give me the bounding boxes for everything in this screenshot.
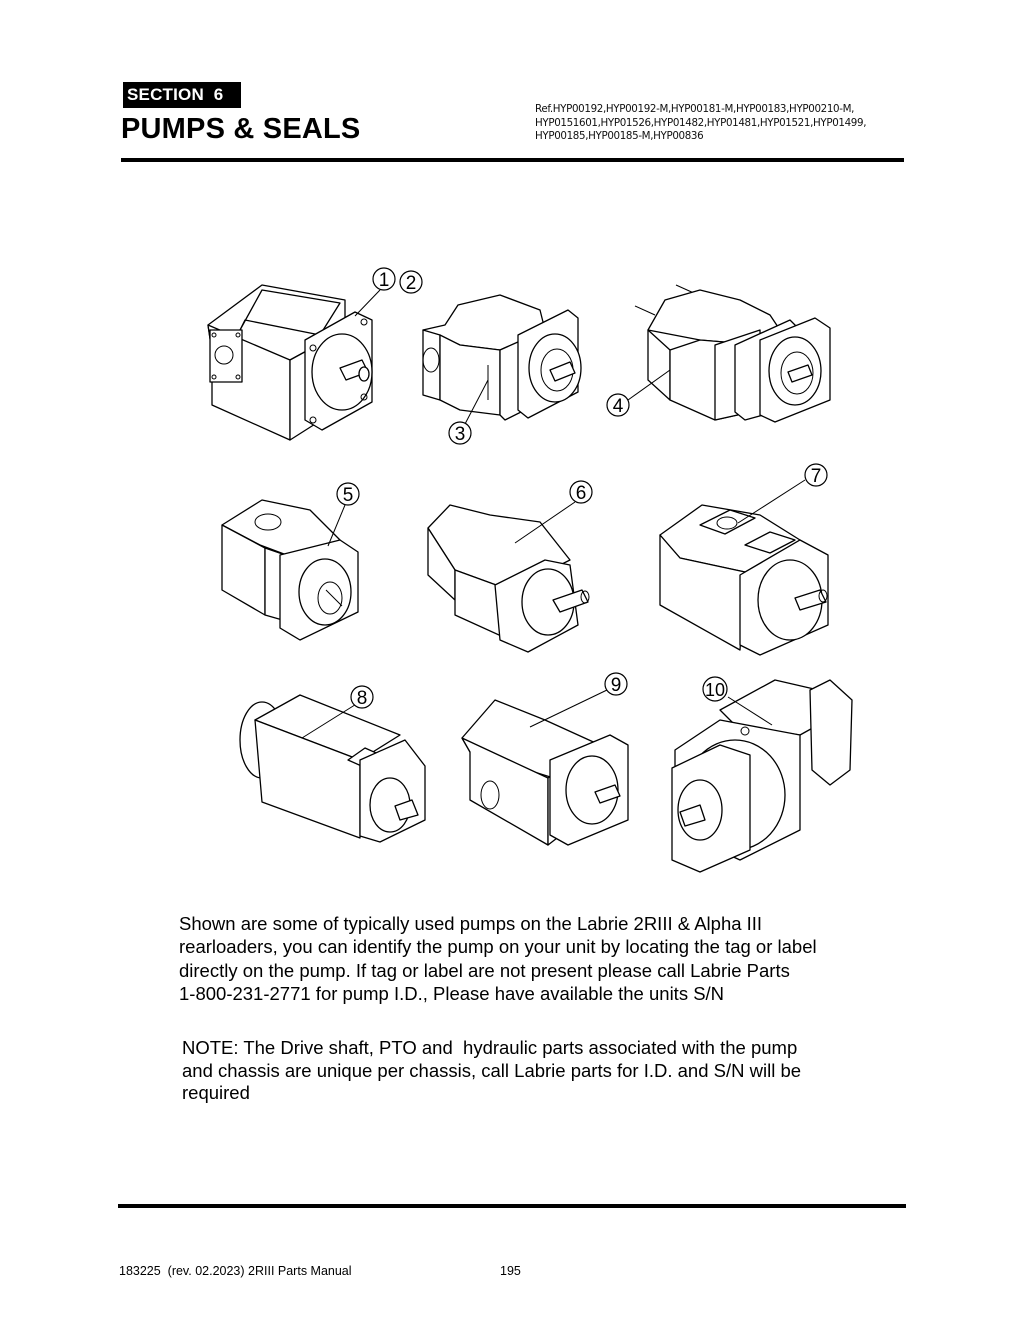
svg-text:1: 1 — [379, 270, 390, 291]
pump-3-drawing — [422, 294, 582, 425]
footer-doc-info: 183225 (rev. 02.2023) 2RIII Parts Manual — [119, 1264, 352, 1278]
note-line: NOTE: The Drive shaft, PTO and hydraulic… — [182, 1037, 798, 1058]
svg-text:6: 6 — [576, 483, 587, 504]
svg-text:10: 10 — [705, 680, 725, 700]
svg-text:8: 8 — [357, 688, 368, 709]
footer-divider — [118, 1204, 906, 1208]
note-paragraph: NOTE: The Drive shaft, PTO and hydraulic… — [182, 1037, 882, 1105]
intro-paragraph: Shown are some of typically used pumps o… — [179, 912, 879, 1005]
pump-9-drawing — [461, 689, 629, 846]
header-divider — [121, 158, 904, 162]
intro-line: rearloaders, you can identify the pump o… — [179, 936, 817, 958]
callout-6: 6 — [569, 480, 593, 504]
note-line: and chassis are unique per chassis, call… — [182, 1059, 802, 1081]
callout-4: 4 — [606, 393, 630, 417]
svg-text:7: 7 — [811, 466, 822, 487]
section-badge: SECTION 6 — [123, 82, 241, 108]
pump-6-drawing — [427, 501, 590, 653]
pump-1-2-drawing — [207, 284, 381, 441]
intro-line: Shown are some of typically used pumps o… — [179, 913, 763, 934]
svg-text:5: 5 — [343, 485, 354, 506]
callout-3: 3 — [448, 421, 472, 445]
svg-text:3: 3 — [455, 424, 466, 445]
footer-page-number: 195 — [500, 1264, 521, 1278]
ref-line: HYP00185,HYP00185-M,HYP00836 — [535, 130, 704, 142]
note-line: required — [182, 1082, 250, 1103]
svg-text:4: 4 — [613, 396, 624, 417]
page-title: PUMPS & SEALS — [121, 113, 361, 145]
callout-7: 7 — [804, 463, 828, 487]
intro-line: 1-800-231-2771 for pump I.D., Please hav… — [179, 982, 725, 1004]
intro-line: directly on the pump. If tag or label ar… — [179, 959, 790, 981]
callout-9: 9 — [604, 672, 628, 696]
callout-5: 5 — [336, 482, 360, 506]
pump-5-drawing — [221, 499, 359, 641]
pump-10-drawing — [671, 679, 853, 873]
ref-line: HYP0151601,HYP01526,HYP01482,HYP01481,HY… — [535, 116, 867, 129]
callout-2: 2 — [399, 270, 423, 294]
svg-text:9: 9 — [611, 675, 622, 696]
pump-8-drawing — [239, 694, 426, 843]
callout-1: 1 — [372, 267, 396, 291]
pump-7-drawing — [659, 479, 829, 656]
callout-10: 10 — [702, 676, 728, 702]
reference-part-numbers: Ref.HYP00192,HYP00192-M,HYP00181-M,HYP00… — [535, 103, 915, 144]
svg-text:2: 2 — [406, 273, 417, 294]
pump-4-drawing — [627, 284, 831, 423]
ref-line: Ref.HYP00192,HYP00192-M,HYP00181-M,HYP00… — [535, 103, 855, 115]
callout-8: 8 — [350, 685, 374, 709]
pump-illustration: 1 2 3 4 5 6 7 8 9 10 — [207, 267, 853, 873]
